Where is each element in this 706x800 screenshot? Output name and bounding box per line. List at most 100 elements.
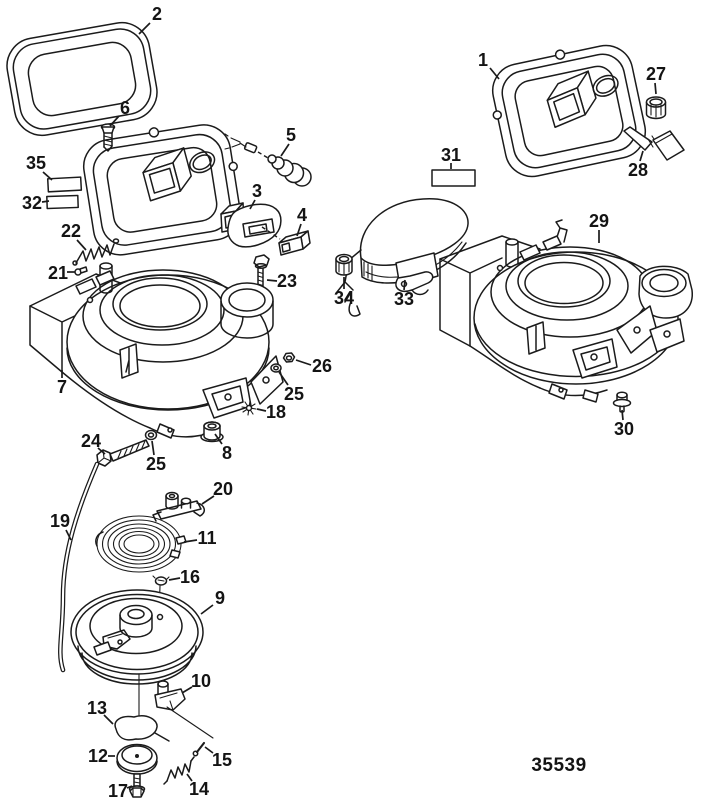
callout-leader-14 (186, 773, 193, 782)
part-cover-plate-1 (491, 44, 647, 178)
part-clip-21 (74, 266, 88, 276)
callout-label-34: 34 (334, 288, 354, 308)
callout-leader-5 (280, 143, 290, 157)
part-bolt-24 (96, 439, 150, 467)
callout-leader-8 (214, 433, 223, 445)
callout-leader-25 (151, 440, 155, 456)
part-friction-plate-12 (116, 743, 158, 775)
callout-leader-23 (266, 279, 278, 282)
callout-label-23: 23 (277, 271, 297, 291)
part-recoil-spring-11 (95, 515, 187, 573)
callout-label-6: 6 (120, 98, 130, 118)
callout-label-2: 2 (152, 4, 162, 24)
part-bolt-30 (612, 391, 632, 413)
callout-layer: 2635322221534237262518824252019111691013… (22, 4, 666, 800)
callout-label-1: 1 (478, 50, 488, 70)
part-star-washer-18 (241, 400, 257, 416)
callout-label-35: 35 (26, 153, 46, 173)
callout-label-5: 5 (286, 125, 296, 145)
callout-leader-10 (181, 686, 193, 694)
callout-leader-2 (138, 22, 151, 35)
callout-label-33: 33 (394, 289, 414, 309)
part-sealant-tube-28 (623, 126, 685, 161)
part-washer-25b (144, 429, 158, 441)
part-spring-22 (72, 238, 120, 266)
callout-leader-13 (103, 714, 114, 725)
part-starter-handle-3 (220, 202, 282, 248)
part-fan-cover-33 (336, 198, 469, 317)
callout-leader-24 (97, 447, 106, 455)
callout-label-26: 26 (312, 356, 332, 376)
callout-leader-3 (249, 199, 256, 210)
callout-label-11: 11 (197, 528, 216, 548)
part-pulley-9 (70, 589, 204, 685)
callout-leader-35 (42, 171, 53, 181)
part-cap-27 (645, 96, 667, 120)
callout-leader-28 (639, 150, 644, 162)
callout-leader-4 (296, 223, 302, 237)
callout-label-17: 17 (108, 781, 128, 800)
callout-label-13: 13 (87, 698, 107, 718)
callout-label-14: 14 (189, 779, 209, 799)
callout-label-8: 8 (222, 443, 232, 463)
callout-leader-30 (621, 409, 624, 421)
callout-leader-26 (295, 359, 312, 366)
part-rope-19 (58, 461, 100, 673)
callout-label-22: 22 (61, 221, 81, 241)
part-nut-34 (335, 253, 353, 276)
callout-label-25: 25 (146, 454, 166, 474)
figure-number: 35539 (531, 755, 586, 776)
callout-leader-15 (204, 746, 214, 754)
callout-label-12: 12 (88, 746, 108, 766)
part-pin-15 (192, 741, 206, 757)
callout-label-30: 30 (614, 419, 634, 439)
part-housing-7 (29, 262, 284, 439)
callout-leader-19 (65, 529, 72, 541)
callout-leader-25 (278, 371, 289, 386)
callout-label-19: 19 (50, 511, 70, 531)
part-cover-plate-left (82, 124, 242, 256)
part-housing-29 (439, 219, 693, 403)
callout-label-18: 18 (266, 402, 286, 422)
callout-leader-18 (256, 408, 267, 412)
callout-leader-27 (654, 82, 657, 95)
part-grommet-8 (200, 421, 224, 443)
callout-label-20: 20 (213, 479, 233, 499)
part-washer-25a (270, 363, 282, 373)
part-nut-26 (282, 352, 296, 363)
callout-label-7: 7 (57, 377, 67, 397)
callout-leader-6 (109, 115, 120, 127)
part-spring-14 (163, 756, 195, 785)
callout-label-10: 10 (191, 671, 211, 691)
part-anchor-4 (261, 226, 311, 256)
callout-leader-22 (76, 239, 87, 251)
part-decal-32 (46, 194, 79, 210)
callout-leader-17 (126, 785, 133, 789)
callout-label-4: 4 (297, 205, 307, 225)
callout-label-3: 3 (252, 181, 262, 201)
callout-leader-1 (489, 67, 500, 80)
callout-label-21: 21 (48, 263, 68, 283)
callout-label-24: 24 (81, 431, 101, 451)
part-decal-35 (46, 176, 83, 193)
callout-leader-11 (183, 539, 198, 543)
part-pawl-10 (154, 680, 214, 739)
callout-leader-20 (201, 495, 215, 505)
callout-leader-9 (200, 604, 214, 615)
part-seal-ring (6, 21, 158, 137)
callout-label-27: 27 (646, 64, 666, 84)
callout-label-29: 29 (589, 211, 609, 231)
part-cam-13 (114, 715, 170, 742)
callout-label-15: 15 (212, 750, 232, 770)
callout-label-25: 25 (284, 384, 304, 404)
callout-leader-33 (403, 279, 406, 291)
callout-label-32: 32 (22, 193, 42, 213)
callout-label-28: 28 (628, 160, 648, 180)
callout-label-31: 31 (441, 145, 461, 165)
part-bolt-17 (128, 773, 146, 798)
part-rope-anchor-5 (224, 133, 312, 187)
callout-label-9: 9 (215, 588, 225, 608)
callout-leader-32 (41, 200, 50, 203)
